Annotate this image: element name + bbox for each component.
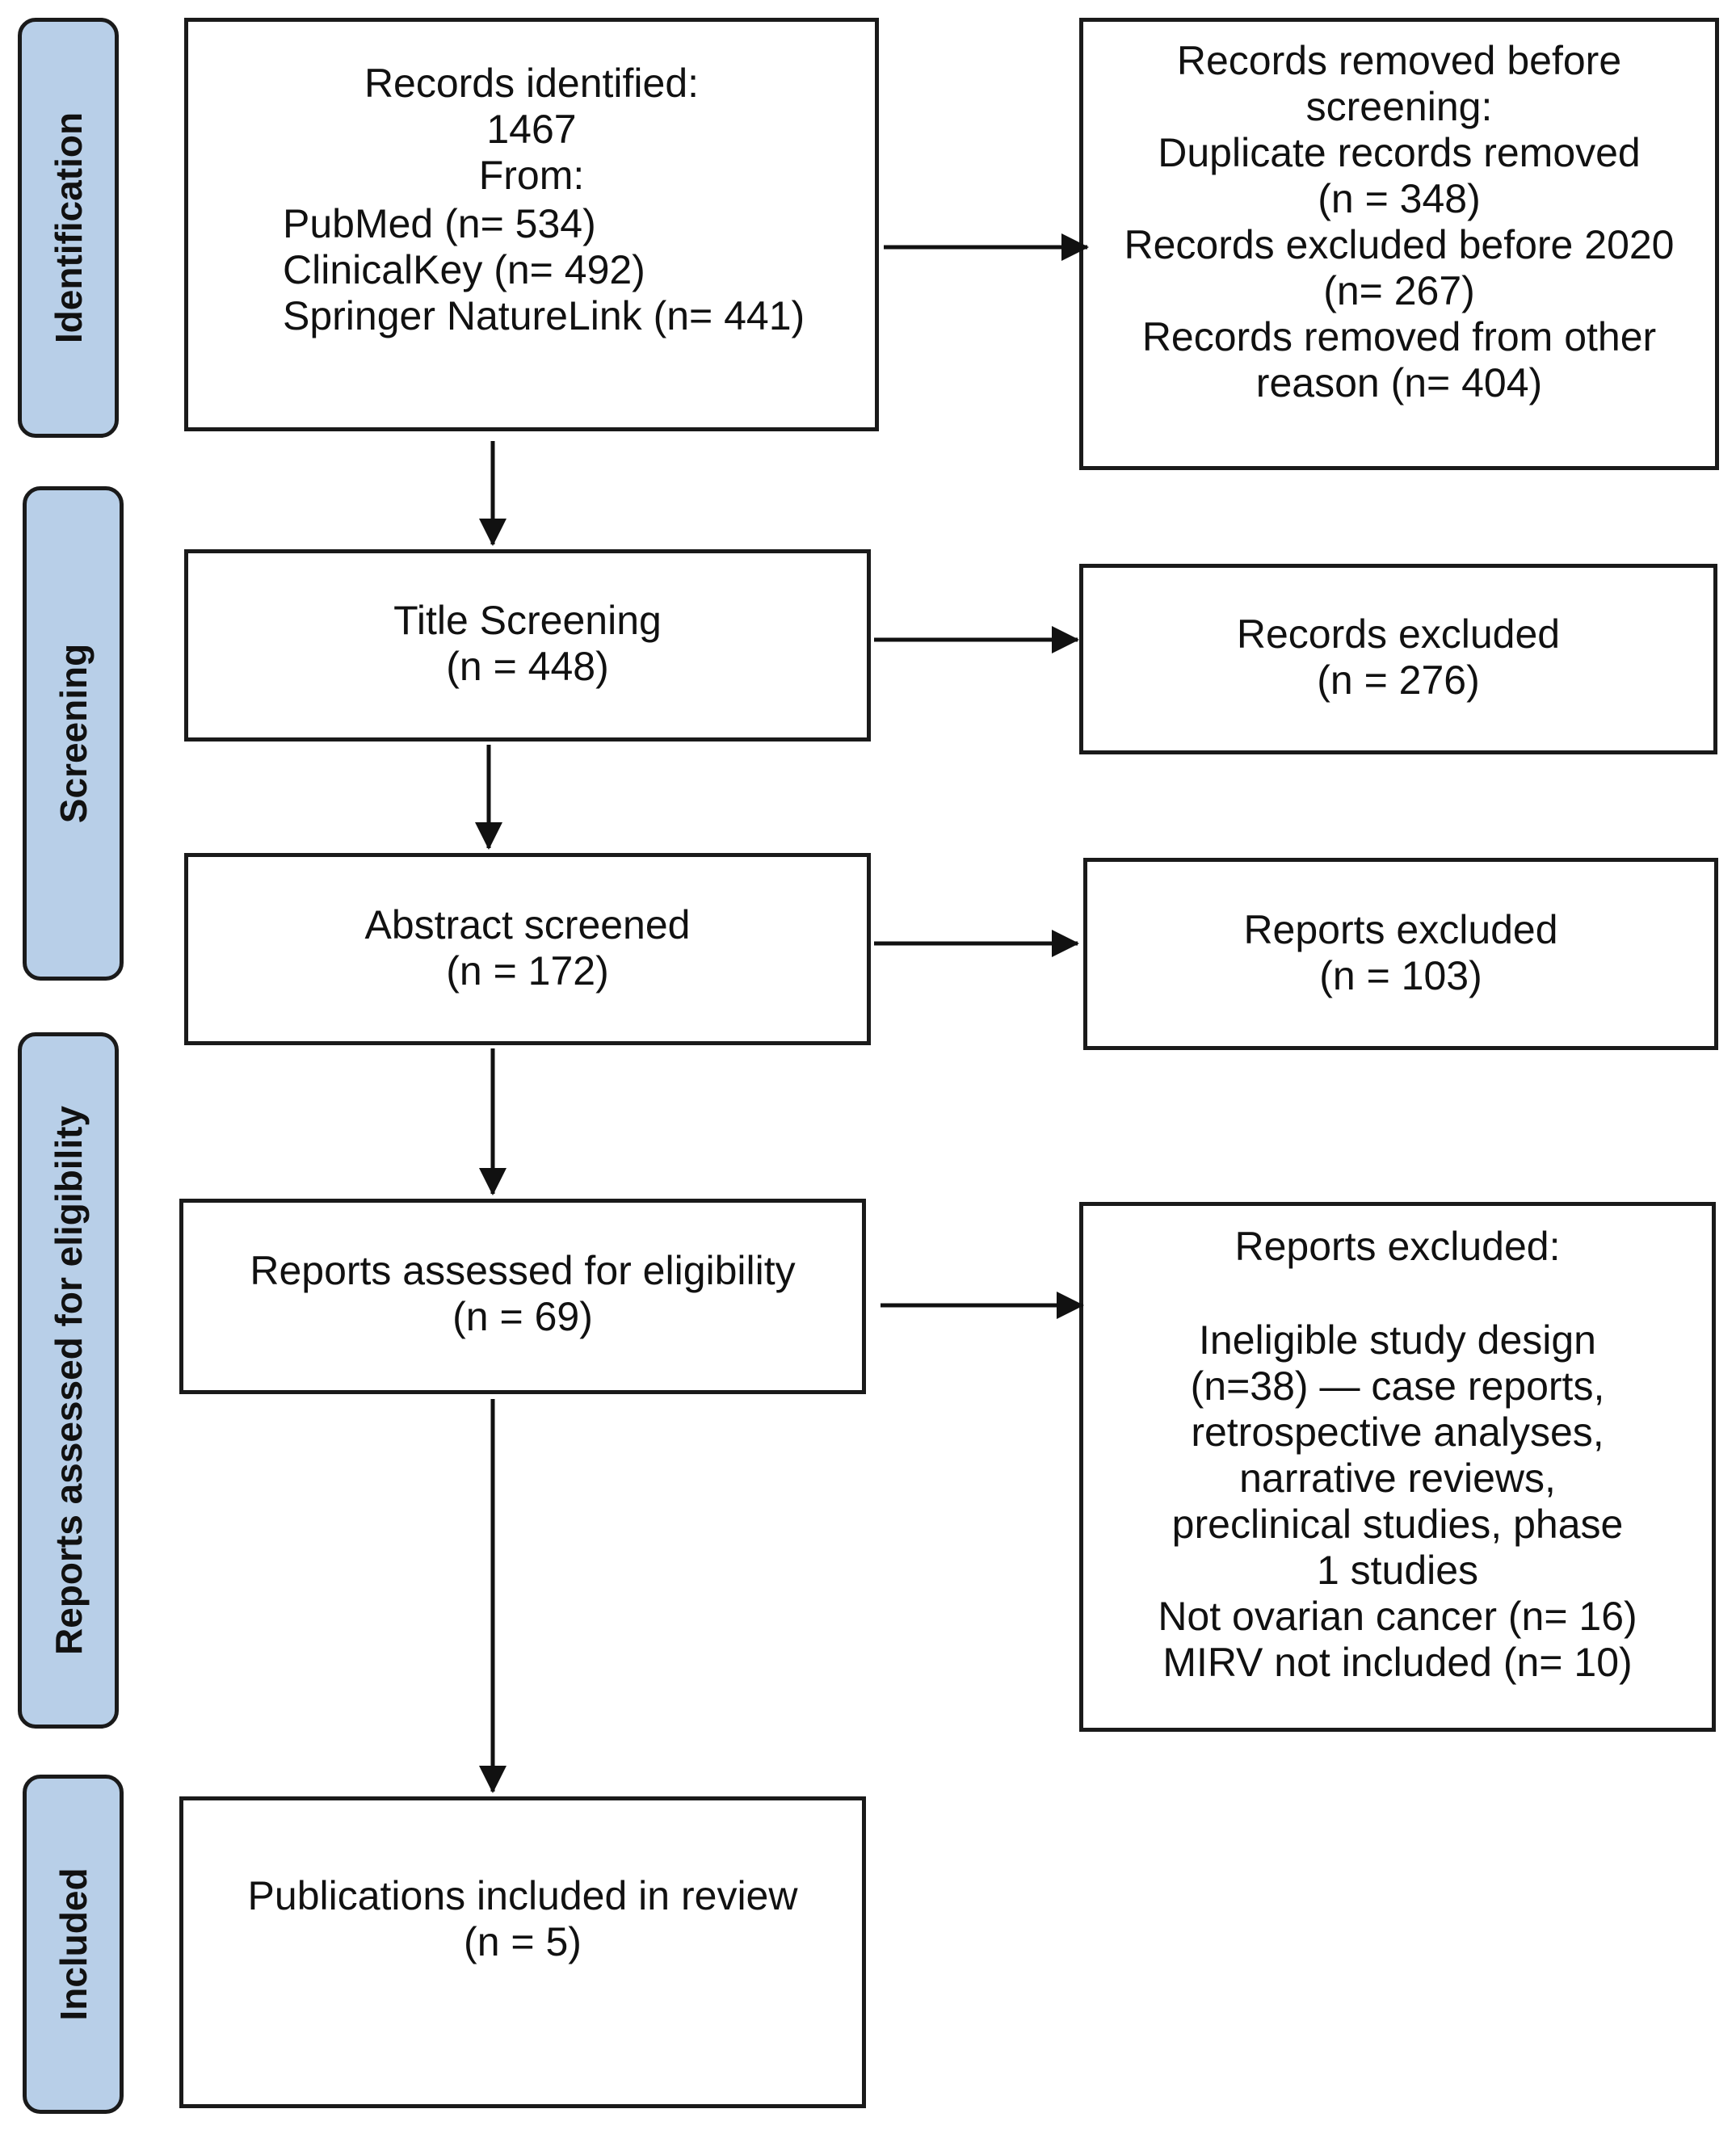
removed-line-4: (n = 348) (1318, 176, 1481, 221)
eligibility-exclusion-line-5: preclinical studies, phase (1171, 1502, 1624, 1547)
included-label: Publications included in review (247, 1873, 798, 1918)
source-pubmed: PubMed (n= 534) (283, 201, 596, 246)
reports-excluded-abstract-count: (n = 103) (1319, 953, 1482, 998)
eligibility-exclusion-line-1: Ineligible study design (1199, 1317, 1596, 1363)
phase-screening: Screening (23, 486, 124, 981)
eligibility-exclusion-line-8: MIRV not included (n= 10) (1162, 1640, 1633, 1685)
records-identified-box: Records identified: 1467 From: PubMed (n… (184, 18, 879, 431)
source-springer: Springer NatureLink (n= 441) (283, 293, 805, 338)
records-excluded-box: Records excluded (n = 276) (1079, 564, 1717, 754)
eligibility-box: Reports assessed for eligibility (n = 69… (179, 1199, 866, 1394)
eligibility-exclusion-line-6: 1 studies (1316, 1548, 1479, 1593)
reports-excluded-eligibility-box: Reports excluded: Ineligible study desig… (1079, 1202, 1716, 1732)
included-box: Publications included in review (n = 5) (179, 1796, 866, 2108)
removed-line-5: Records excluded before 2020 (1124, 222, 1675, 267)
removed-line-8: reason (n= 404) (1255, 360, 1543, 405)
title-screening-count: (n = 448) (446, 644, 609, 689)
records-excluded-count: (n = 276) (1317, 657, 1480, 703)
eligibility-count: (n = 69) (452, 1294, 593, 1339)
reports-excluded-abstract-label: Reports excluded (1243, 907, 1558, 952)
source-clinicalkey: ClinicalKey (n= 492) (283, 247, 645, 292)
abstract-screened-label: Abstract screened (364, 902, 691, 947)
eligibility-exclusion-line-2: (n=38) — case reports, (1190, 1363, 1605, 1409)
records-identified-count: 1467 (486, 107, 577, 152)
removed-line-2: screening: (1305, 84, 1493, 129)
records-removed-box: Records removed before screening: Duplic… (1079, 18, 1719, 470)
phase-included: Included (23, 1775, 124, 2114)
eligibility-exclusion-line-4: narrative reviews, (1239, 1456, 1556, 1501)
abstract-screened-box: Abstract screened (n = 172) (184, 853, 871, 1045)
records-identified-from: From: (478, 153, 585, 198)
included-count: (n = 5) (464, 1919, 582, 1964)
removed-line-6: (n= 267) (1323, 268, 1475, 313)
removed-line-7: Records removed from other (1141, 314, 1657, 359)
records-identified-title: Records identified: (364, 61, 700, 106)
title-screening-label: Title Screening (393, 598, 662, 643)
reports-excluded-abstract-box: Reports excluded (n = 103) (1083, 858, 1718, 1050)
abstract-screened-count: (n = 172) (446, 948, 609, 994)
eligibility-label: Reports assessed for eligibility (250, 1248, 796, 1293)
reports-excluded-eligibility-title: Reports excluded: (1234, 1224, 1561, 1269)
title-screening-box: Title Screening (n = 448) (184, 549, 871, 742)
removed-line-3: Duplicate records removed (1158, 130, 1641, 175)
phase-eligibility: Reports assessed for eligibility (18, 1032, 119, 1729)
phase-identification: Identification (18, 18, 119, 438)
eligibility-exclusion-line-3: retrospective analyses, (1191, 1409, 1604, 1455)
eligibility-exclusion-line-7: Not ovarian cancer (n= 16) (1158, 1594, 1637, 1639)
removed-line-1: Records removed before (1176, 38, 1622, 83)
records-excluded-label: Records excluded (1236, 611, 1561, 657)
